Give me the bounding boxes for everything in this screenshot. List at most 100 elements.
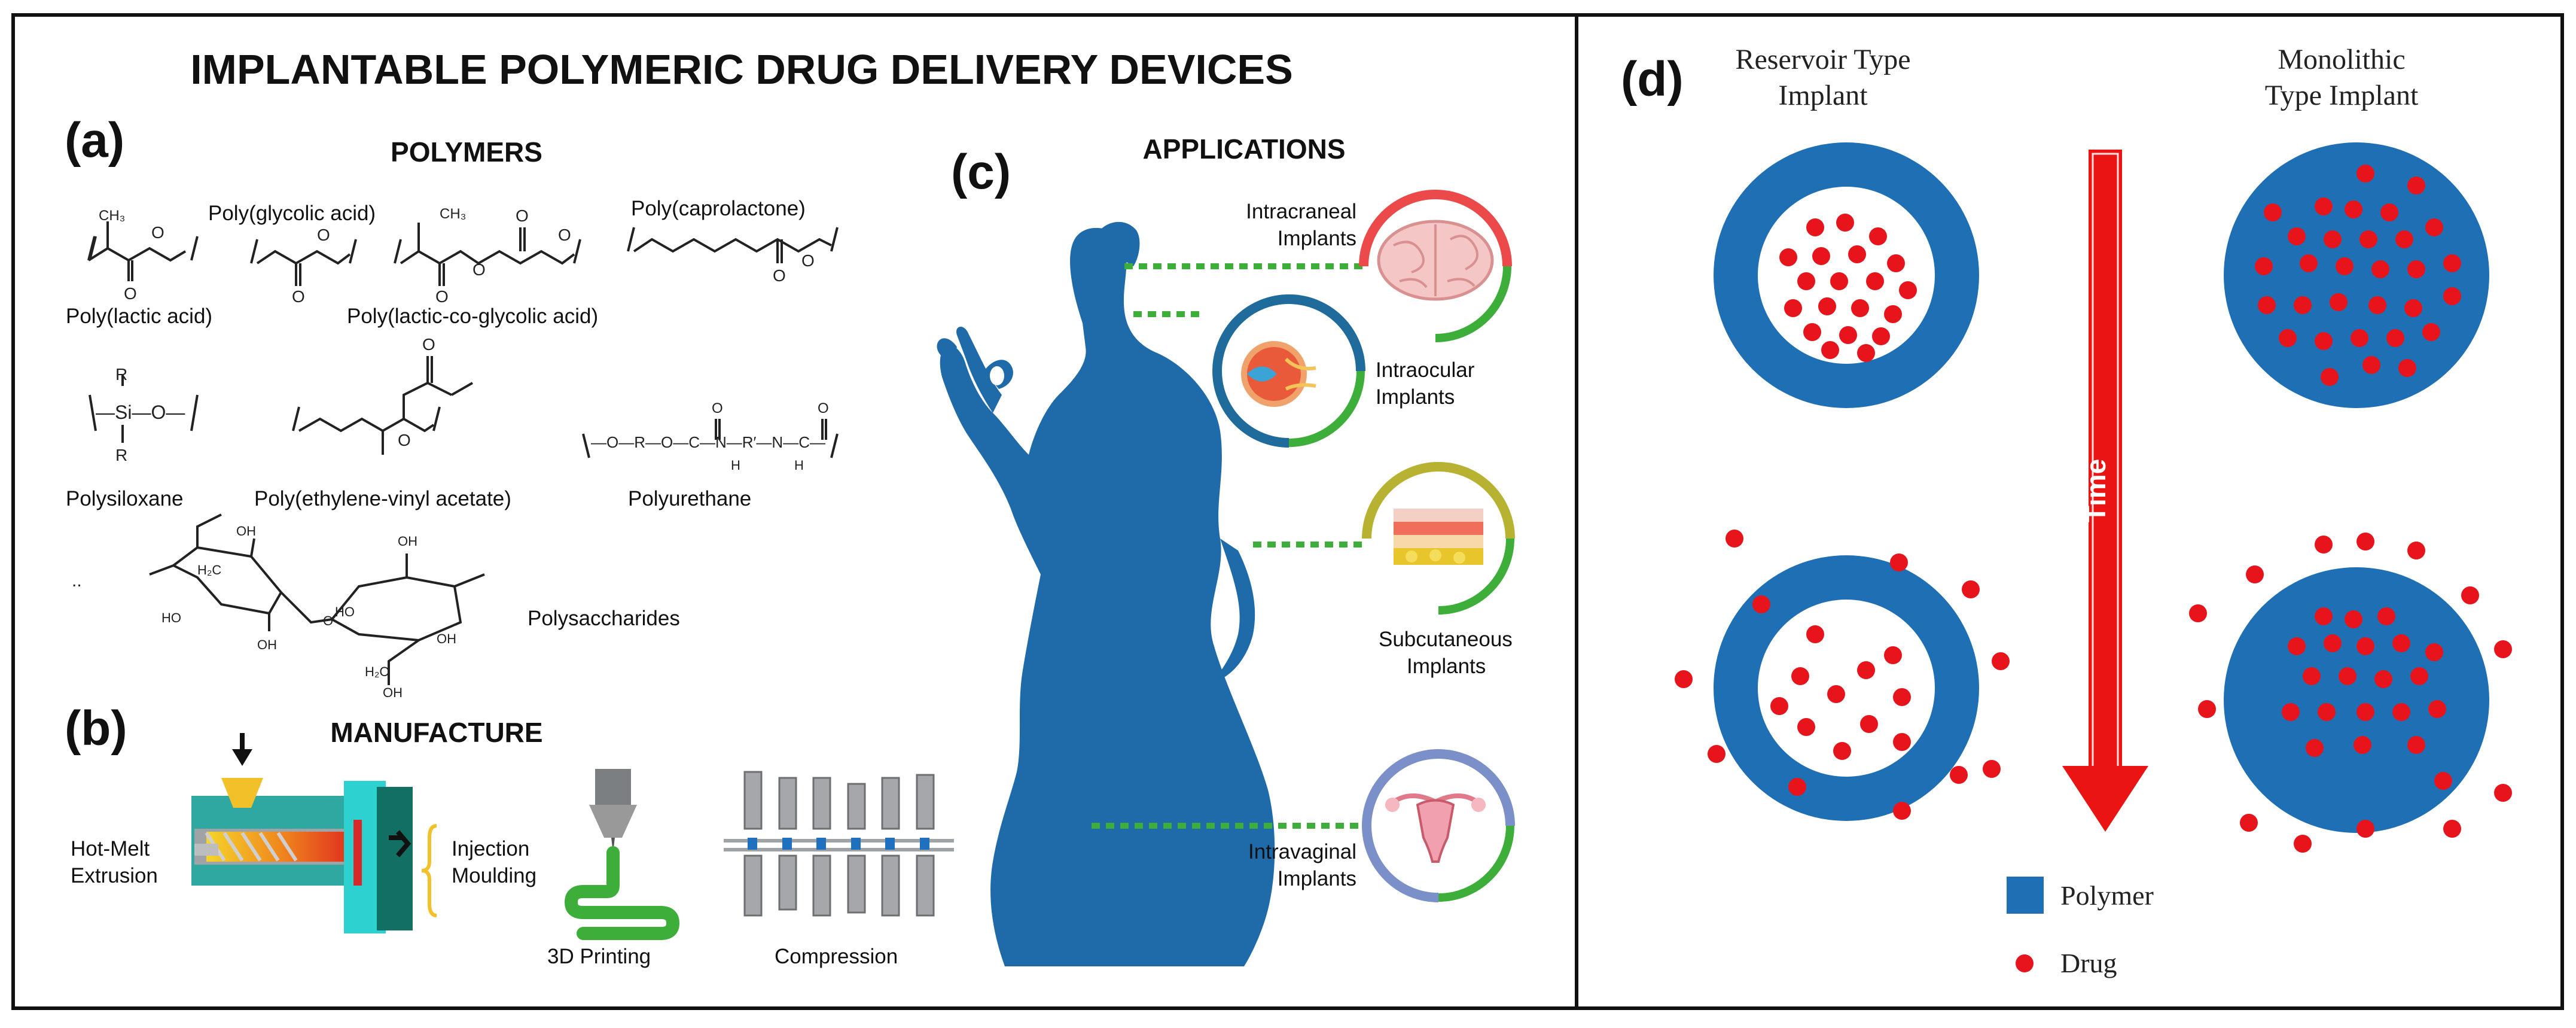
- plga-structure: [394, 223, 581, 286]
- atom-label: O: [124, 284, 137, 303]
- polymer-name-pga: Poly(glycolic acid): [208, 202, 376, 225]
- outer-frame: [11, 13, 2564, 1010]
- application-label: Implants: [1407, 655, 1486, 678]
- atom-label: H: [731, 458, 740, 473]
- bracket-icon: [421, 824, 437, 917]
- inj-label-2: Moulding: [452, 864, 536, 887]
- pcl-structure: [627, 227, 839, 263]
- monolithic-implant-release: [2189, 533, 2512, 853]
- hme-label-2: Extrusion: [71, 864, 158, 887]
- atom-label: O: [818, 400, 829, 416]
- atom-label: O: [435, 287, 449, 306]
- atom-label: OH: [383, 685, 403, 700]
- panel-c-label: (c): [951, 145, 1011, 199]
- compression-platen: [724, 838, 954, 851]
- siloxane-structure: [89, 374, 199, 443]
- skin-layers-icon: [1394, 509, 1483, 565]
- atom-label: O: [712, 400, 723, 416]
- atom-label: O: [398, 431, 411, 449]
- atom-label: CH₃: [99, 208, 125, 224]
- atom-label: O: [422, 335, 435, 354]
- panel-d: (d) Reservoir Type Implant Monolithic Ty…: [1621, 44, 2512, 978]
- pga-structure: [250, 239, 357, 286]
- compression-label: Compression: [775, 945, 898, 968]
- atom-label: O: [472, 260, 486, 279]
- mould-icon: [344, 781, 413, 933]
- legend-drug-swatch: [2016, 954, 2034, 972]
- application-label: Subcutaneous: [1379, 628, 1513, 651]
- atom-label: O: [323, 613, 333, 628]
- atom-label: O: [773, 266, 786, 285]
- compression-icon: [743, 771, 935, 917]
- figure-title: IMPLANTABLE POLYMERIC DRUG DELIVERY DEVI…: [190, 46, 1293, 93]
- legend: Polymer Drug: [2007, 877, 2154, 978]
- application-label: Intravaginal: [1248, 840, 1356, 863]
- application-subcutaneous: Subcutaneous Implants: [1362, 462, 1515, 678]
- panel-a-label: (a): [65, 113, 124, 168]
- atom-label: HO: [335, 604, 355, 619]
- application-label: Intraocular: [1376, 358, 1475, 382]
- peva-structure: [292, 356, 473, 455]
- atom-label: O: [292, 287, 305, 306]
- panel-c: (c) APPLICATIONS: [937, 133, 1515, 967]
- legend-polymer-swatch: [2007, 877, 2044, 914]
- polymer-name-pcl: Poly(caprolactone): [631, 197, 806, 220]
- atom-label: R: [115, 365, 127, 384]
- panel-c-heading: APPLICATIONS: [1142, 133, 1345, 165]
- printer-icon: [564, 769, 680, 940]
- application-label: Intracraneal: [1246, 200, 1356, 223]
- application-intracraneal: Intracraneal Implants: [1246, 190, 1512, 342]
- time-arrow: Time: [2062, 150, 2148, 832]
- atom-label: CH₃: [440, 206, 466, 222]
- pu-chain: —O—R—O—C—N—R′—N—C—: [591, 433, 825, 451]
- svg-text:..: ..: [72, 571, 82, 591]
- panel-b-label: (b): [65, 701, 127, 756]
- legend-polymer-label: Polymer: [2060, 880, 2154, 911]
- printing-label: 3D Printing: [547, 945, 651, 968]
- monolithic-title-2: Type Implant: [2265, 80, 2419, 111]
- atom-label: H₂C: [197, 562, 221, 577]
- atom-label: OH: [236, 524, 256, 539]
- atom-label: O: [558, 226, 571, 244]
- polymer-name-pu: Polyurethane: [628, 487, 751, 510]
- panel-b: (b) MANUFACTURE Hot-Melt Extrusion Injec…: [65, 701, 954, 968]
- panel-d-label: (d): [1621, 52, 1684, 107]
- application-intraocular: Intraocular Implants: [1212, 294, 1475, 448]
- atom-label: O: [317, 226, 330, 244]
- atom-label: O: [151, 223, 164, 242]
- reservoir-title-2: Implant: [1778, 80, 1868, 111]
- panel-b-heading: MANUFACTURE: [330, 717, 542, 748]
- polymer-name-saccharide: Polysaccharides: [528, 607, 680, 630]
- pla-structure: [87, 236, 199, 262]
- pla-bonds: [106, 221, 133, 281]
- atom-label: H: [794, 458, 804, 473]
- polymer-name-siloxane: Polysiloxane: [66, 487, 184, 510]
- monolithic-title-1: Monolithic: [2278, 44, 2405, 75]
- polymer-name-peva: Poly(ethylene-vinyl acetate): [254, 487, 511, 510]
- legend-drug-label: Drug: [2060, 948, 2117, 978]
- atom-label: H₂C: [365, 664, 389, 679]
- atom-label: OH: [257, 637, 277, 652]
- panel-a: (a) POLYMERS .. CH₃ O O O O CH₃: [65, 113, 839, 700]
- reservoir-title-1: Reservoir Type: [1735, 44, 1910, 75]
- application-label: Implants: [1376, 385, 1455, 409]
- application-intravaginal: Intravaginal Implants: [1248, 749, 1515, 902]
- atom-label: R: [115, 446, 127, 464]
- monolithic-implant-initial: [2224, 142, 2489, 408]
- reservoir-implant-initial: [1714, 142, 1979, 408]
- hme-label-1: Hot-Melt: [71, 837, 150, 860]
- reservoir-implant-release: [1675, 530, 2010, 821]
- atom-label: OH: [398, 534, 417, 549]
- atom-label: O: [516, 206, 529, 225]
- siloxane-chain: —Si—O—: [96, 402, 185, 423]
- atom-label: O: [801, 251, 815, 270]
- saccharide-structure: [149, 513, 485, 685]
- atom-label: HO: [161, 610, 181, 625]
- time-label: Time: [2080, 459, 2111, 523]
- polymer-structures: [87, 221, 839, 685]
- polymer-name-plga: Poly(lactic-co-glycolic acid): [347, 305, 598, 328]
- extruder-icon: [191, 733, 371, 886]
- polymer-name-pla: Poly(lactic acid): [66, 305, 212, 328]
- pu-structure: [582, 419, 839, 458]
- inj-label-1: Injection: [452, 837, 529, 860]
